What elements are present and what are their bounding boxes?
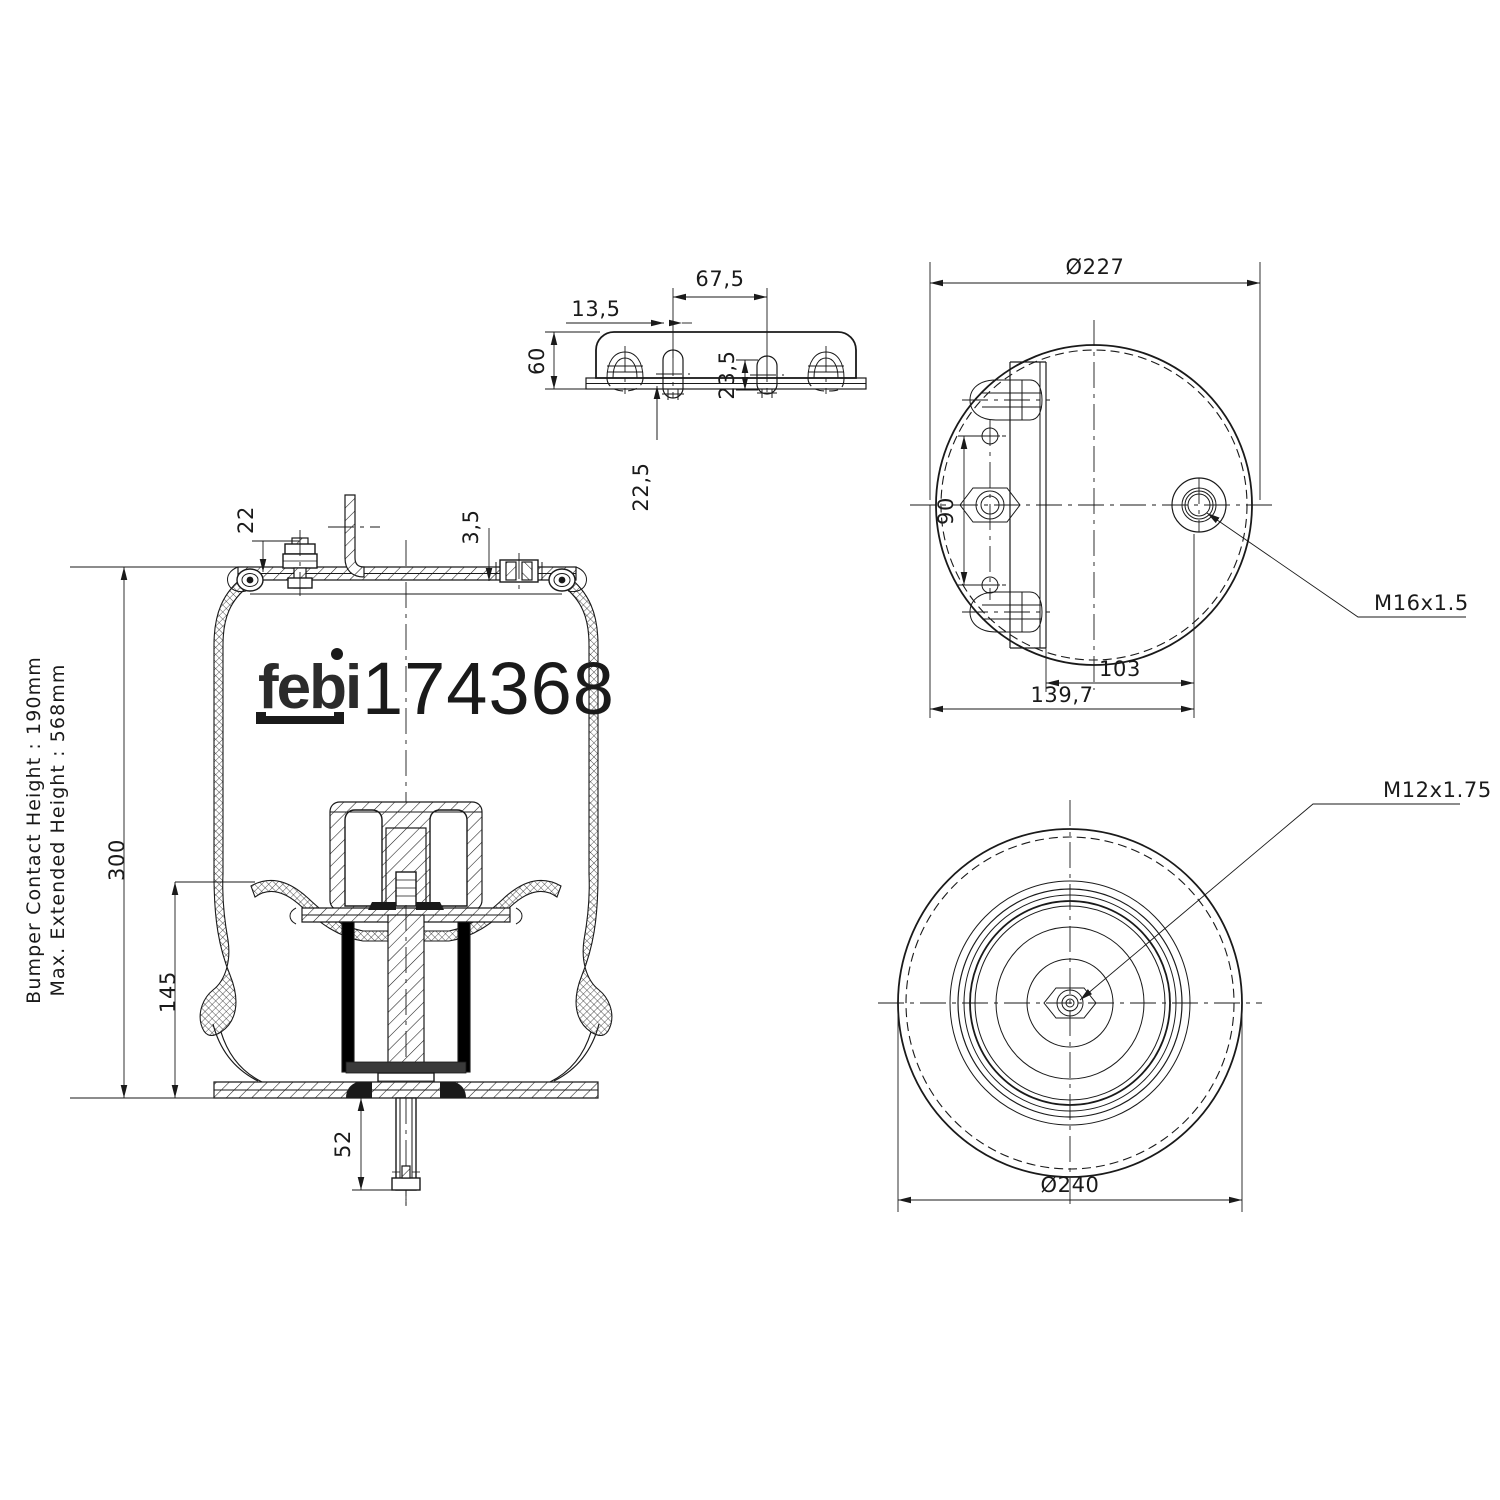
dimension-value-23-5: 23,5 bbox=[715, 350, 739, 399]
lower-washer bbox=[345, 1061, 467, 1074]
dimension-top-stud-height: 22 bbox=[234, 506, 300, 572]
piston-ring-6 bbox=[995, 926, 1145, 1080]
febi-logo-text: febi bbox=[258, 653, 360, 722]
dimension-hole-spacing: 67,5 bbox=[672, 267, 768, 358]
left-side-notes: Bumper Contact Height : 190mm Max. Exten… bbox=[23, 656, 69, 1004]
bellows-skirt-left bbox=[220, 1031, 271, 1087]
top-plan-air-port bbox=[1171, 477, 1227, 533]
bellows-skirt-inner-left bbox=[212, 1023, 259, 1082]
lower-stud bbox=[391, 1097, 421, 1200]
callout-label-m12: M12x1.75 bbox=[1383, 778, 1492, 802]
bellows-wall-right bbox=[561, 574, 613, 1036]
view-top-plan: M16x1.5 Ø227 90 103 139,7 bbox=[910, 255, 1469, 718]
piston-sleeve bbox=[341, 921, 471, 1073]
bead-ring-left bbox=[236, 568, 264, 592]
top-plan-hex-nut bbox=[959, 487, 1021, 523]
base-fillet-left bbox=[346, 1082, 372, 1098]
dimension-stud-length: 52 bbox=[331, 1098, 400, 1191]
note-max-extended-height: Max. Extended Height : 568mm bbox=[47, 663, 69, 996]
febi-brand-mark: febi bbox=[256, 648, 362, 724]
callout-label-m16: M16x1.5 bbox=[1374, 591, 1469, 615]
dimension-bolt-spacing: 90 bbox=[934, 435, 1000, 586]
dimension-value-22-5: 22,5 bbox=[629, 462, 653, 511]
note-bumper-contact-height: Bumper Contact Height : 190mm bbox=[23, 656, 45, 1004]
dimension-value-22: 22 bbox=[234, 506, 258, 534]
dimension-overall-height: 300 bbox=[70, 566, 240, 1099]
dimension-value-103: 103 bbox=[1099, 657, 1141, 681]
dimension-value-d227: Ø227 bbox=[1065, 255, 1124, 279]
mounting-stud-left bbox=[282, 530, 318, 596]
dimension-piston-diameter: Ø240 bbox=[897, 1003, 1243, 1212]
view-bottom-plan: M12x1.75 Ø240 bbox=[878, 778, 1492, 1212]
piston-ring-5 bbox=[974, 905, 1166, 1101]
piston-ring-4 bbox=[969, 900, 1171, 1106]
dimension-value-300: 300 bbox=[105, 839, 129, 881]
dimension-value-52: 52 bbox=[331, 1130, 355, 1158]
dimension-edge-to-hole: 13,5 bbox=[566, 297, 692, 327]
piston-ring-7 bbox=[1026, 958, 1114, 1048]
dimension-plate-thickness: 3,5 bbox=[459, 509, 493, 581]
bracket-boss-left bbox=[606, 346, 644, 394]
dimension-value-139-7: 139,7 bbox=[1030, 683, 1093, 707]
top-plan-boss-upper bbox=[962, 379, 1050, 421]
bumper-center-nut bbox=[368, 871, 444, 910]
bumper-base-edge-right bbox=[515, 907, 523, 925]
view-top-bracket-detail: 67,5 13,5 60 23,5 22,5 bbox=[525, 267, 867, 512]
bellows-skirt-right bbox=[541, 1031, 592, 1087]
top-plan-boss-lower bbox=[962, 591, 1050, 633]
callout-m16: M16x1.5 bbox=[1206, 512, 1469, 618]
piston-ring-1 bbox=[949, 880, 1191, 1126]
air-port-fitting bbox=[495, 553, 543, 592]
dimension-value-67-5: 67,5 bbox=[695, 267, 744, 291]
bracket-stud-marks bbox=[662, 389, 777, 400]
dimension-bellows-height: 145 bbox=[156, 881, 255, 1098]
bellows-wall-left bbox=[199, 574, 251, 1036]
bead-lip-left bbox=[227, 566, 247, 593]
bracket-l-profile bbox=[344, 494, 365, 578]
bead-lip-right bbox=[567, 566, 587, 593]
bumper-base-edge-left bbox=[289, 907, 297, 925]
dimension-port-offset: 103 bbox=[1045, 534, 1195, 692]
dimension-slot-height: 23,5 bbox=[715, 350, 758, 400]
dimension-value-90: 90 bbox=[934, 497, 958, 525]
bellows-skirt-inner-right bbox=[553, 1023, 600, 1082]
piston-center-nut bbox=[1043, 987, 1097, 1019]
bracket-body-outline bbox=[595, 331, 857, 379]
piston-ring-2 bbox=[957, 888, 1183, 1118]
dimension-value-13-5: 13,5 bbox=[571, 297, 620, 321]
bead-ring-right bbox=[548, 568, 576, 592]
dimension-bracket-height: 60 bbox=[525, 331, 600, 390]
dimension-value-60: 60 bbox=[525, 347, 549, 375]
view-section-front: 300 145 52 22 3,5 febi bbox=[70, 494, 615, 1210]
dimension-bottom-offset: 22,5 bbox=[629, 386, 661, 512]
dimension-top-plate-diameter: Ø227 bbox=[929, 255, 1261, 500]
dimension-value-3-5: 3,5 bbox=[459, 509, 483, 544]
bracket-slot-hole-2 bbox=[750, 355, 784, 395]
part-number-text: 174368 bbox=[362, 647, 615, 730]
dimension-value-d240: Ø240 bbox=[1040, 1173, 1099, 1197]
base-fillet-right bbox=[440, 1082, 466, 1098]
bracket-boss-right bbox=[807, 346, 845, 394]
dimension-bracket-width: 139,7 bbox=[929, 505, 1195, 718]
dimension-value-145: 145 bbox=[156, 971, 180, 1013]
callout-m12: M12x1.75 bbox=[1079, 778, 1492, 1001]
piston-ring-3 bbox=[963, 894, 1177, 1112]
